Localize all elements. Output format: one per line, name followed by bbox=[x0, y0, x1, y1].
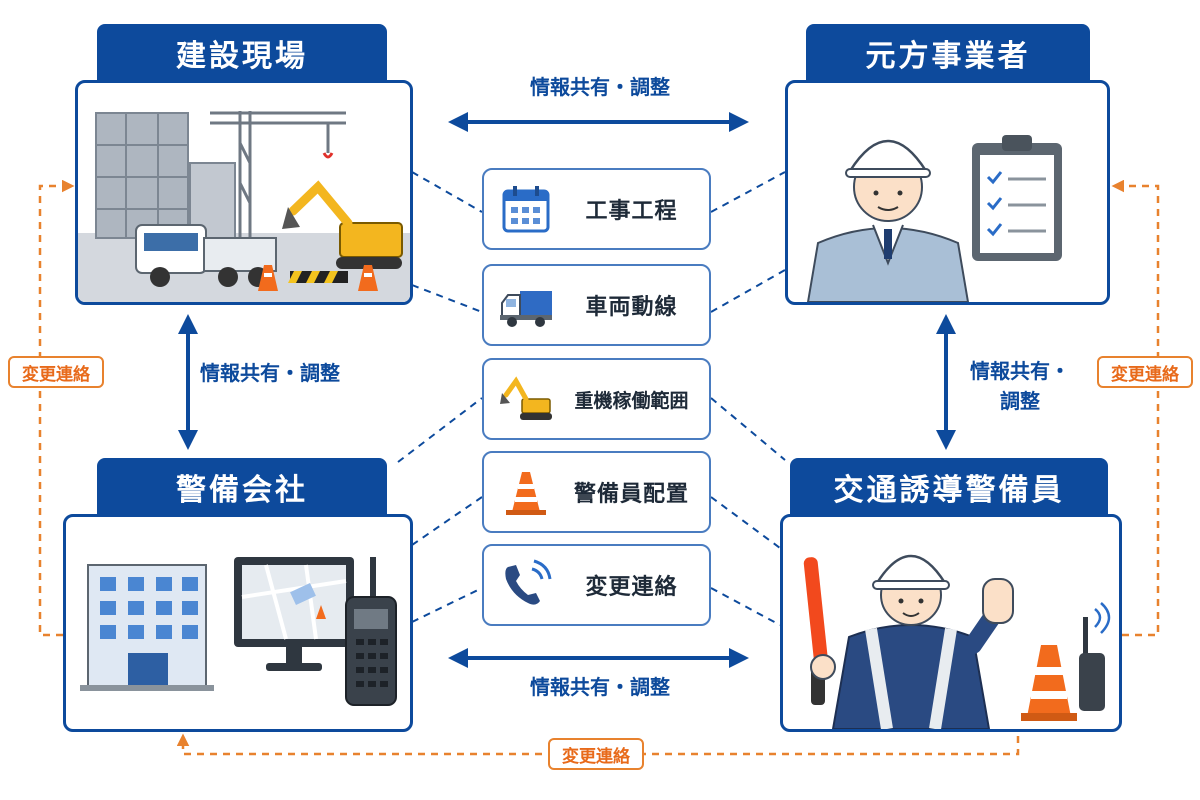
office-building-icon bbox=[80, 564, 214, 691]
share-label-bottom: 情報共有・調整 bbox=[530, 675, 670, 699]
info-box-guard-placement: 警備員配置 bbox=[482, 451, 711, 533]
security-company-illustration bbox=[80, 557, 397, 706]
entity-title-contractor: 元方事業者 bbox=[806, 24, 1090, 82]
guard-person-icon bbox=[831, 554, 1014, 729]
info-label-machine-range: 重機稼働範囲 bbox=[574, 389, 689, 412]
loop-right bbox=[1111, 179, 1160, 637]
info-box-machine-range: 重機稼働範囲 bbox=[482, 358, 711, 440]
site-cones-icon bbox=[258, 265, 378, 291]
share-label-right: 情報共有・ 調整 bbox=[955, 356, 1085, 416]
info-label-vehicle-route: 車両動線 bbox=[585, 295, 678, 320]
traffic-guard-illustration bbox=[803, 554, 1111, 729]
entity-panel-security bbox=[63, 514, 413, 732]
entity-title-guard: 交通誘導警備員 bbox=[790, 458, 1108, 516]
guard-cone-icon bbox=[1021, 645, 1077, 721]
excavator-icon bbox=[282, 180, 403, 269]
entity-panel-site bbox=[75, 80, 413, 305]
loop-left bbox=[38, 179, 75, 637]
info-label-change-contact: 変更連絡 bbox=[585, 575, 678, 600]
entity-panel-guard bbox=[780, 514, 1122, 732]
excavator-icon bbox=[500, 376, 552, 420]
info-box-change-contact: 変更連絡 bbox=[482, 544, 711, 626]
info-box-vehicle-route: 車両動線 bbox=[482, 264, 711, 346]
construction-site-illustration bbox=[78, 111, 410, 302]
walkie-talkie-icon bbox=[345, 557, 397, 706]
guard-radio-icon bbox=[1079, 602, 1111, 711]
building-frame-icon bbox=[95, 112, 236, 239]
calendar-icon bbox=[502, 186, 550, 233]
share-label-right-line1: 情報共有・ bbox=[970, 359, 1070, 383]
monitor-map-icon bbox=[234, 557, 354, 671]
dashed-connectors bbox=[397, 171, 786, 626]
info-label-guard-placement: 警備員配置 bbox=[573, 482, 689, 507]
change-label-bottom: 変更連絡 bbox=[548, 738, 644, 770]
contractor-illustration bbox=[806, 135, 1062, 302]
entity-panel-contractor bbox=[785, 80, 1110, 305]
share-label-top: 情報共有・調整 bbox=[530, 75, 670, 99]
clipboard-checklist-icon bbox=[972, 135, 1062, 261]
tower-crane-icon bbox=[210, 111, 346, 243]
info-box-schedule: 工事工程 bbox=[482, 168, 711, 250]
share-label-right-line2: 調整 bbox=[1000, 389, 1040, 413]
change-label-right: 変更連絡 bbox=[1097, 356, 1193, 388]
phone-icon bbox=[505, 559, 552, 605]
traffic-baton-icon bbox=[803, 557, 836, 705]
truck-icon bbox=[500, 291, 552, 327]
entity-title-site: 建設現場 bbox=[97, 24, 387, 82]
entity-title-security: 警備会社 bbox=[97, 458, 387, 516]
info-label-schedule: 工事工程 bbox=[585, 199, 678, 224]
supervisor-person-icon bbox=[806, 139, 970, 302]
traffic-cone-icon bbox=[506, 472, 546, 515]
share-label-left: 情報共有・調整 bbox=[200, 361, 340, 385]
dump-truck-icon bbox=[135, 224, 277, 287]
change-label-left: 変更連絡 bbox=[8, 356, 104, 388]
